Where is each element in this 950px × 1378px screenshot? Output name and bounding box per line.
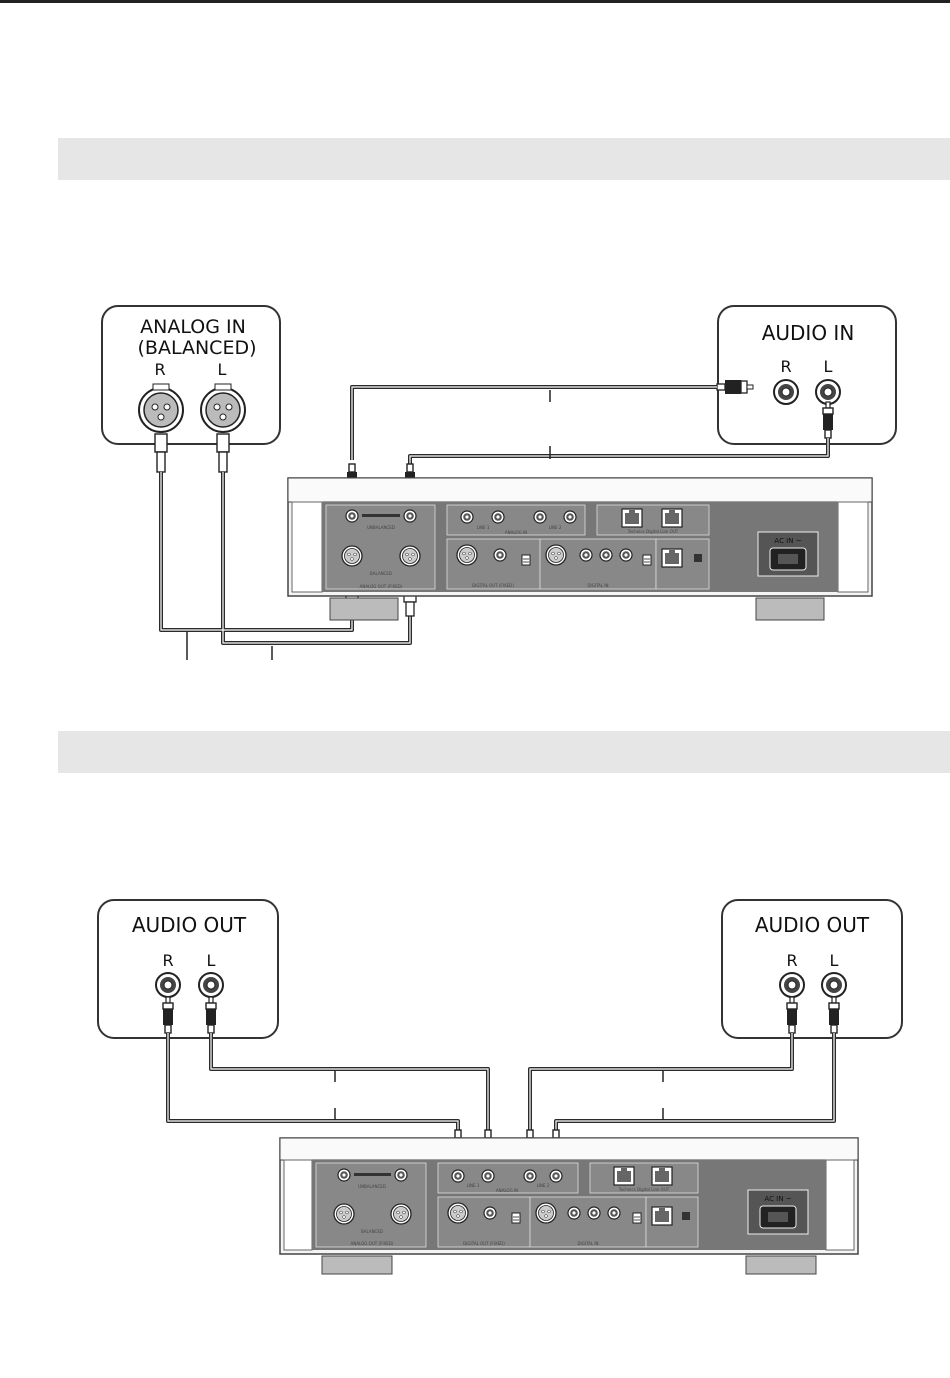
- top-rule: [0, 0, 950, 3]
- line-out-label-2: Technics Digital Link OUT: [618, 1187, 670, 1192]
- rca-plug-left-r: [162, 996, 174, 1034]
- line2-label-1: LINE 2: [549, 525, 562, 530]
- analog-out-label-2: ANALOG OUT (FIXED): [351, 1241, 394, 1246]
- line1-label-2: LINE 1: [467, 1183, 480, 1188]
- xlr-socket-l: [200, 387, 246, 433]
- analog-out-label-1: ANALOG OUT (FIXED): [360, 584, 403, 589]
- device-rear-panel-2: UNBALANCED BALANCED ANALOG OUT (FIXED) L…: [279, 1137, 859, 1275]
- audio-out-box-left: AUDIO OUT R L: [97, 899, 279, 1039]
- digital-out-label-1: DIGITAL OUT (FIXED): [472, 583, 514, 588]
- rca-plug-right-r: [786, 996, 798, 1034]
- audio-in-title: AUDIO IN: [762, 321, 855, 345]
- analog-in-label-1: ANALOG IN: [505, 530, 527, 535]
- ac-in-label-2: AC IN ~: [764, 1195, 791, 1203]
- audio-in-label-r: R: [780, 357, 791, 376]
- audio-out-left-title: AUDIO OUT: [132, 913, 247, 937]
- unbalanced-label-2: UNBALANCED: [358, 1184, 386, 1189]
- rca-plug-audio-in-l: [822, 401, 834, 439]
- audio-out-right-label-r: R: [786, 951, 797, 970]
- line-out-label-1: Technics Digital Link OUT: [627, 529, 679, 534]
- xlr-socket-r: [138, 387, 184, 433]
- balanced-label-r: R: [154, 360, 165, 379]
- line1-label-1: LINE 1: [477, 525, 490, 530]
- audio-out-right-socket-l: [821, 972, 847, 998]
- audio-out-box-right: AUDIO OUT R L: [721, 899, 903, 1039]
- balanced-label-l: L: [218, 360, 227, 379]
- audio-in-label-l: L: [824, 357, 833, 376]
- audio-out-right-title: AUDIO OUT: [755, 913, 870, 937]
- rca-plug-horizontal: [716, 380, 754, 394]
- rca-plug-left-l: [205, 996, 217, 1034]
- balanced-input-box: ANALOG IN (BALANCED) R L: [101, 305, 281, 445]
- digital-in-label-1: DIGITAL IN: [587, 583, 608, 588]
- audio-in-socket-r: [773, 379, 799, 405]
- ac-in-label-1: AC IN ~: [774, 537, 801, 545]
- audio-out-left-label-r: R: [162, 951, 173, 970]
- rca-plug-right-l: [828, 996, 840, 1034]
- audio-in-socket-l: [815, 379, 841, 405]
- balanced-label-2: BALANCED: [361, 1229, 383, 1234]
- section-header-band-2: [58, 731, 950, 773]
- audio-out-right-label-l: L: [830, 951, 839, 970]
- cable-highlights-1: [160, 386, 829, 644]
- audio-out-left-socket-l: [198, 972, 224, 998]
- audio-out-left-socket-r: [155, 972, 181, 998]
- digital-out-label-2: DIGITAL OUT (FIXED): [463, 1241, 505, 1246]
- cables-diagram2: [166, 1033, 836, 1130]
- digital-in-label-2: DIGITAL IN: [577, 1241, 598, 1246]
- cable-highlights-2: [167, 1033, 835, 1130]
- balanced-title-line1: ANALOG IN: [140, 316, 246, 338]
- section-header-band-1: [58, 138, 950, 180]
- balanced-label-1: BALANCED: [370, 571, 392, 576]
- cable-callout-ticks-1: [186, 390, 551, 660]
- cable-callout-ticks-2: [334, 1071, 664, 1120]
- balanced-title-line2: (BALANCED): [138, 337, 257, 359]
- audio-out-left-label-l: L: [207, 951, 216, 970]
- device-rear-panel-1: UNBALANCED BALANCED ANALOG OUT (FIXED) L…: [287, 477, 873, 621]
- audio-in-box: AUDIO IN R L: [717, 305, 897, 445]
- unbalanced-label-1: UNBALANCED: [367, 525, 395, 530]
- audio-out-right-socket-r: [779, 972, 805, 998]
- analog-in-label-2: ANALOG IN: [496, 1188, 518, 1193]
- line2-label-2: LINE 2: [537, 1183, 550, 1188]
